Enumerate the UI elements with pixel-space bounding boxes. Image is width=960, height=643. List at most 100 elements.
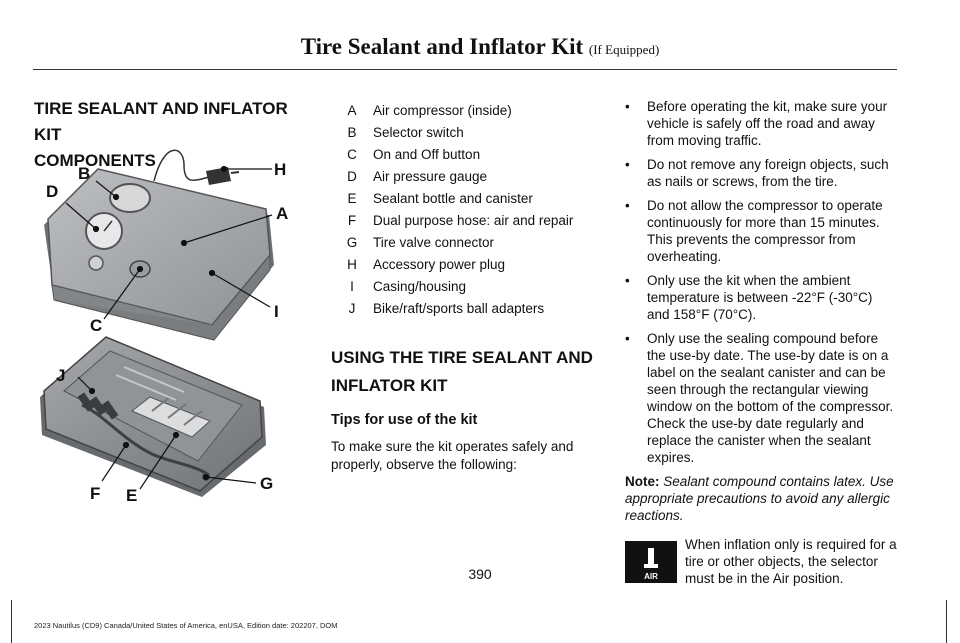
component-legend: A Air compressor (inside) B Selector switc… bbox=[331, 100, 601, 320]
edition-footer: 2023 Nautilus (CD9) Canada/United States… bbox=[34, 621, 338, 630]
bullet-marker: • bbox=[625, 157, 630, 172]
legend-row: C On and Off button bbox=[331, 144, 601, 166]
air-position-text: When inflation only is required for a ti… bbox=[685, 537, 897, 586]
dual-purpose-hose bbox=[81, 403, 210, 477]
legend-text: Air pressure gauge bbox=[373, 169, 488, 184]
legend-text: Selector switch bbox=[373, 125, 464, 140]
latex-note: Note: Sealant compound contains latex. U… bbox=[625, 473, 897, 524]
bullet-marker: • bbox=[625, 198, 630, 213]
bullet-marker: • bbox=[625, 273, 630, 288]
selector-switch bbox=[109, 183, 151, 213]
legend-letter: G bbox=[346, 235, 358, 250]
legend-text: Casing/housing bbox=[373, 279, 467, 294]
callout-d: D bbox=[46, 182, 58, 201]
air-selector-icon: AIR bbox=[625, 541, 677, 583]
section-heading-line1: TIRE SEALANT AND INFLATOR KIT bbox=[34, 99, 288, 144]
legend-and-usage-column: A Air compressor (inside) B Selector switc… bbox=[331, 100, 601, 474]
sealant-canister bbox=[131, 396, 211, 438]
callout-j: J bbox=[56, 366, 65, 385]
canister-rib bbox=[183, 410, 203, 426]
inflator-kit-illustration: A B C D E F G H I J bbox=[34, 145, 324, 510]
air-symbol-icon bbox=[644, 548, 658, 568]
note-label: Note: bbox=[625, 474, 660, 489]
page-edge-mark-right bbox=[946, 600, 947, 643]
callout-c: C bbox=[90, 316, 102, 335]
legend-row: G Tire valve connector bbox=[331, 232, 601, 254]
callout-h: H bbox=[274, 160, 286, 179]
section-heading-line2: COMPONENTS bbox=[34, 151, 156, 170]
kit-drawing: A B C D E F G H I J bbox=[40, 149, 288, 505]
usage-heading: USING THE TIRE SEALANT AND INFLATOR KIT bbox=[331, 344, 601, 400]
vent-stripe bbox=[115, 374, 177, 401]
canister-rib bbox=[151, 396, 171, 412]
legend-row: B Selector switch bbox=[331, 122, 601, 144]
callout-b: B bbox=[78, 164, 90, 183]
header-divider bbox=[33, 69, 897, 70]
legend-text: Bike/raft/sports ball adapters bbox=[373, 301, 545, 316]
legend-letter: J bbox=[348, 301, 356, 316]
bullet-marker: • bbox=[625, 99, 630, 114]
legend-row: H Accessory power plug bbox=[331, 254, 601, 276]
legend-text: Sealant bottle and canister bbox=[373, 191, 533, 206]
canister-rib bbox=[167, 403, 187, 419]
tip-text: Before operating the kit, make sure your… bbox=[647, 99, 888, 148]
page-number: 390 bbox=[468, 566, 492, 582]
legend-row: E Sealant bottle and canister bbox=[331, 188, 601, 210]
gauge-needle bbox=[103, 220, 113, 232]
compressor-side-casing bbox=[53, 253, 271, 341]
note-text: Sealant compound contains latex. Use app… bbox=[625, 474, 894, 523]
plug-tip bbox=[230, 171, 240, 174]
legend-letter: C bbox=[347, 147, 357, 162]
legend-text: On and Off button bbox=[373, 147, 481, 162]
legend-row: J Bike/raft/sports ball adapters bbox=[331, 298, 601, 320]
air-position-tip: AIR When inflation only is required for … bbox=[625, 536, 897, 587]
callout-leaders bbox=[65, 165, 273, 490]
usage-heading-line2: INFLATOR KIT bbox=[331, 376, 448, 395]
tips-subheading: Tips for use of the kit bbox=[331, 412, 478, 428]
callout-a: A bbox=[276, 204, 288, 223]
bullet-marker: • bbox=[625, 331, 630, 346]
legend-letter: E bbox=[347, 191, 357, 206]
accessory-power-plug bbox=[206, 167, 231, 185]
legend-text: Accessory power plug bbox=[373, 257, 506, 272]
tip-bullet: • Do not remove any foreign objects, such… bbox=[625, 156, 897, 190]
air-icon-label: AIR bbox=[644, 572, 658, 581]
legend-letter: H bbox=[347, 257, 357, 272]
legend-letter: F bbox=[347, 213, 357, 228]
legend-letter: B bbox=[347, 125, 357, 140]
legend-text: Tire valve connector bbox=[373, 235, 495, 250]
legend-row: F Dual purpose hose: air and repair bbox=[331, 210, 601, 232]
legend-letter: D bbox=[347, 169, 357, 184]
page-edge-mark-left bbox=[11, 600, 12, 643]
gauge-release-button bbox=[88, 255, 104, 271]
tip-bullet: • Do not allow the compressor to operate … bbox=[625, 197, 897, 265]
legend-letter: I bbox=[350, 279, 354, 294]
usage-heading-line1: USING THE TIRE SEALANT AND bbox=[331, 348, 593, 367]
callout-f: F bbox=[90, 484, 100, 503]
tips-intro-paragraph: To make sure the kit operates safely and… bbox=[331, 439, 574, 472]
page-header: Tire Sealant and Inflator Kit (If Equipp… bbox=[0, 34, 960, 60]
tip-bullet: • Only use the kit when the ambient tempe… bbox=[625, 272, 897, 323]
legend-row: D Air pressure gauge bbox=[331, 166, 601, 188]
tip-text: Only use the kit when the ambient temper… bbox=[647, 273, 873, 322]
vent-stripe bbox=[123, 366, 185, 393]
legend-text: Dual purpose hose: air and repair bbox=[373, 213, 574, 228]
callout-i: I bbox=[274, 302, 279, 321]
adapter-bike bbox=[77, 392, 95, 412]
tips-column: • Before operating the kit, make sure you… bbox=[625, 98, 897, 587]
adapter-sports-ball bbox=[101, 400, 119, 420]
tip-bullet: • Only use the sealing compound before th… bbox=[625, 330, 897, 466]
components-section: TIRE SEALANT AND INFLATOR KIT COMPONENTS bbox=[34, 96, 314, 174]
legend-row: A Air compressor (inside) bbox=[331, 100, 601, 122]
header-title: Tire Sealant and Inflator Kit bbox=[300, 34, 584, 59]
adapter-raft bbox=[89, 396, 107, 416]
tip-text: Do not remove any foreign objects, such … bbox=[647, 157, 889, 189]
legend-letter: A bbox=[347, 103, 357, 118]
tip-text: Do not allow the compressor to operate c… bbox=[647, 198, 883, 264]
callout-e: E bbox=[126, 486, 137, 505]
legend-row: I Casing/housing bbox=[331, 276, 601, 298]
callout-g: G bbox=[260, 474, 273, 493]
tip-text: Only use the sealing compound before the… bbox=[647, 331, 894, 465]
power-cord bbox=[153, 149, 210, 182]
legend-text: Air compressor (inside) bbox=[373, 103, 512, 118]
